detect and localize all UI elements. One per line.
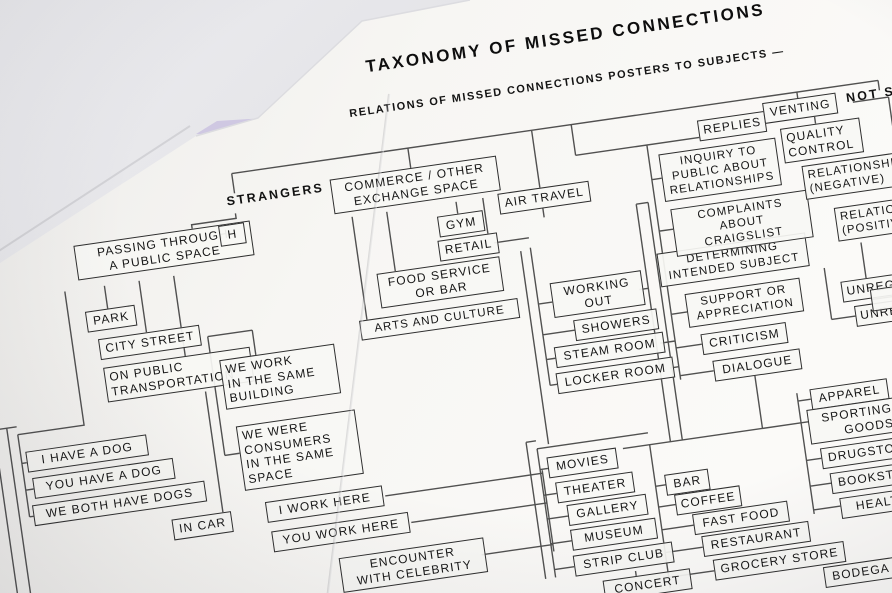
paper-top-edge xyxy=(195,0,471,137)
node-h-fragment-box: H xyxy=(218,222,247,247)
page-edge-line xyxy=(0,125,191,252)
